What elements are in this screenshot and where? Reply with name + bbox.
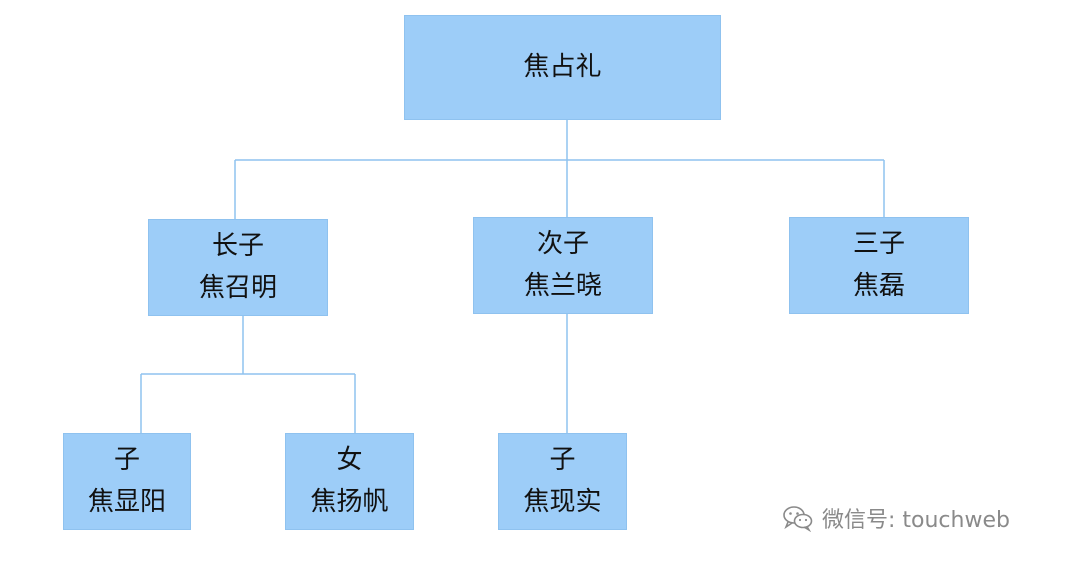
wechat-icon <box>783 506 813 532</box>
node-third-son-name: 焦磊 <box>852 270 905 301</box>
node-third-son-role: 三子 <box>852 228 905 259</box>
node-eldest-son: 长子 焦召明 <box>148 219 328 316</box>
node-second-son: 次子 焦兰晓 <box>473 217 653 314</box>
node-second-son-name: 焦兰晓 <box>523 270 602 301</box>
node-grandson-2-name: 焦现实 <box>523 486 602 517</box>
node-grandson-2-role: 子 <box>549 444 576 475</box>
watermark: 微信号: touchweb <box>782 502 1010 534</box>
node-second-son-role: 次子 <box>536 228 589 259</box>
node-eldest-son-role: 长子 <box>211 230 264 261</box>
node-grandson-2: 子 焦现实 <box>498 433 627 530</box>
node-grandson-1: 子 焦显阳 <box>63 433 191 530</box>
node-granddaughter-role: 女 <box>336 444 363 475</box>
node-root: 焦占礼 <box>404 15 721 120</box>
node-grandson-1-role: 子 <box>113 444 140 475</box>
node-grandson-1-name: 焦显阳 <box>87 486 166 517</box>
watermark-text: 微信号: touchweb <box>822 508 1010 533</box>
node-granddaughter: 女 焦扬帆 <box>285 433 414 530</box>
node-granddaughter-name: 焦扬帆 <box>310 486 389 517</box>
node-third-son: 三子 焦磊 <box>789 217 969 314</box>
node-eldest-son-name: 焦召明 <box>198 272 277 303</box>
node-root-name: 焦占礼 <box>523 51 602 82</box>
